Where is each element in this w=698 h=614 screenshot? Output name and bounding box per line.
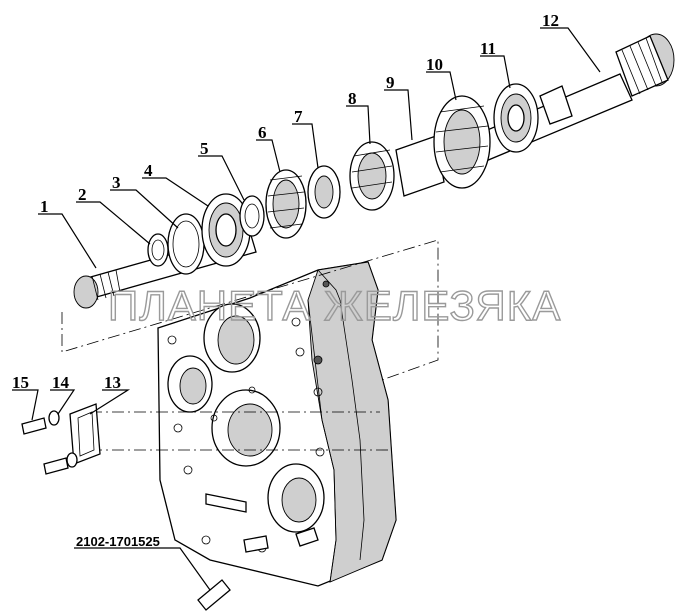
callout-14: 14 [52, 373, 70, 392]
assembly-outline [61, 239, 439, 451]
gearbox-housing-plate [157, 261, 397, 587]
stud-2102-1701525 [197, 579, 231, 611]
callout-1: 1 [40, 197, 49, 216]
callout-9: 9 [386, 73, 395, 92]
callout-5: 5 [200, 139, 209, 158]
callout-11: 11 [480, 39, 496, 58]
callout-7: 7 [294, 107, 303, 126]
callout-4: 4 [144, 161, 153, 180]
callouts: 1 2 3 4 5 6 7 8 9 10 11 12 13 14 15 2102… [12, 11, 559, 549]
plate-13 [69, 403, 101, 465]
callout-12: 12 [542, 11, 559, 30]
callout-15: 15 [12, 373, 29, 392]
shaft-assembly [73, 33, 675, 309]
callout-10: 10 [426, 55, 443, 74]
part-number-label: 2102-1701525 [76, 534, 160, 549]
callout-13: 13 [104, 373, 121, 392]
callout-6: 6 [258, 123, 267, 142]
watermark-text: ПЛАНЕТА ЖЕЛЕЗЯКА [108, 282, 561, 329]
leader-lines [12, 27, 601, 591]
callout-2: 2 [78, 185, 87, 204]
bolt-15 [21, 417, 69, 475]
callout-8: 8 [348, 89, 357, 108]
callout-3: 3 [112, 173, 121, 192]
